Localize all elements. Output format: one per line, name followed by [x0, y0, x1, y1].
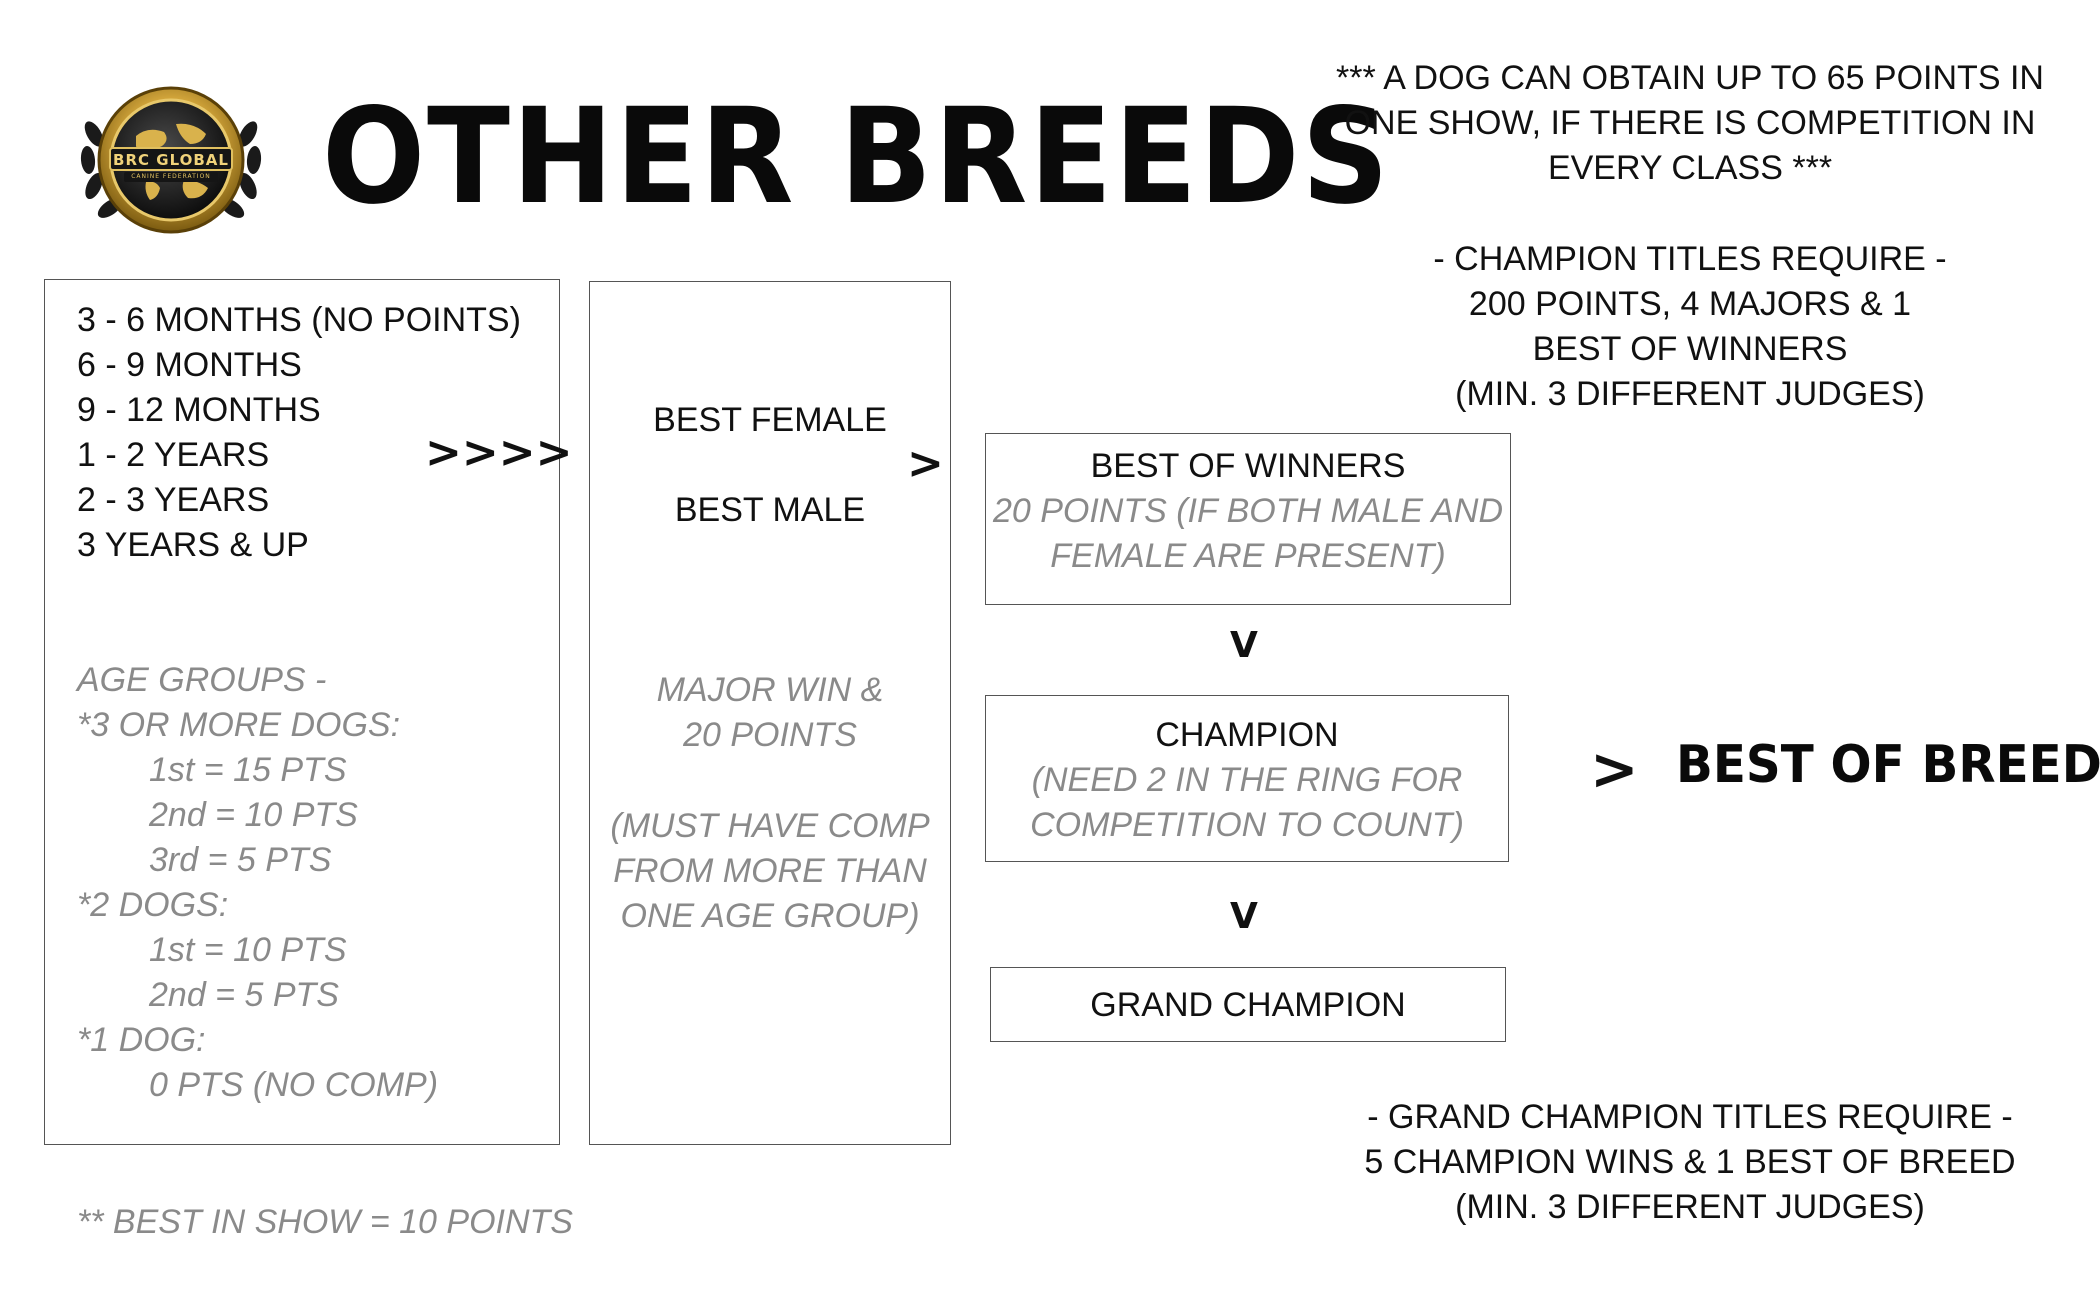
note-line: MAJOR WIN & [656, 671, 884, 709]
age-class-item: 6 - 9 MONTHS [77, 346, 302, 384]
points-item: 1st = 10 PTS [149, 931, 347, 969]
points-subheading: *3 OR MORE DOGS: [77, 706, 401, 744]
best-of-winners-note: 20 POINTS (IF BOTH MALE AND FEMALE ARE P… [986, 489, 1510, 579]
note-line: ONE AGE GROUP) [620, 897, 920, 935]
best-sex-box: BEST FEMALE BEST MALE MAJOR WIN & 20 POI… [589, 281, 951, 1145]
age-class-item: 9 - 12 MONTHS [77, 391, 321, 429]
points-item: 3rd = 5 PTS [149, 841, 332, 879]
age-class-item: 3 YEARS & UP [77, 526, 309, 564]
best-of-breed-label: BEST OF BREED [1676, 735, 2100, 795]
note-line: *** A DOG CAN OBTAIN UP TO 65 POINTS IN [1336, 59, 2044, 97]
max-points-note: *** A DOG CAN OBTAIN UP TO 65 POINTS IN … [1310, 56, 2070, 191]
age-groups-box: 3 - 6 MONTHS (NO POINTS) 6 - 9 MONTHS 9 … [44, 279, 572, 1145]
note-line: ONE SHOW, IF THERE IS COMPETITION IN [1344, 104, 2036, 142]
note-line: FROM MORE THAN [613, 852, 927, 890]
note-line: EVERY CLASS *** [1547, 149, 1833, 187]
champion-box: CHAMPION (NEED 2 IN THE RING FOR COMPETI… [985, 695, 1509, 862]
note-line: 20 POINTS [683, 716, 857, 754]
note-line: (MUST HAVE COMP [610, 807, 930, 845]
note-line: (MIN. 3 DIFFERENT JUDGES) [1455, 1188, 1925, 1226]
points-subheading: *1 DOG: [77, 1021, 206, 1059]
note-line: FEMALE ARE PRESENT) [1050, 537, 1446, 575]
points-heading: AGE GROUPS - [77, 661, 327, 699]
points-item: 1st = 15 PTS [149, 751, 347, 789]
age-group-points: AGE GROUPS - *3 OR MORE DOGS: 1st = 15 P… [77, 658, 438, 1108]
major-win-note: MAJOR WIN & 20 POINTS [590, 668, 950, 758]
grand-champion-requirements-note: - GRAND CHAMPION TITLES REQUIRE - 5 CHAM… [1310, 1095, 2070, 1230]
best-female-label: BEST FEMALE [653, 401, 887, 439]
page-title: OTHER BREEDS [322, 80, 1391, 234]
age-class-item: 2 - 3 YEARS [77, 481, 270, 519]
note-line: 20 POINTS (IF BOTH MALE AND [992, 492, 1504, 530]
arrow-to-best-of-breed: > [1590, 735, 1639, 803]
points-subheading: *2 DOGS: [77, 886, 229, 924]
note-line: - GRAND CHAMPION TITLES REQUIRE - [1367, 1098, 2013, 1136]
arrow-classes-to-best: >>>> [425, 427, 573, 478]
note-line: BEST OF WINNERS [1532, 330, 1848, 368]
best-of-winners-box: BEST OF WINNERS 20 POINTS (IF BOTH MALE … [985, 433, 1511, 605]
best-of-winners-title: BEST OF WINNERS [1090, 447, 1406, 485]
age-class-item: 3 - 6 MONTHS (NO POINTS) [77, 301, 521, 339]
champion-requirements-note: - CHAMPION TITLES REQUIRE - 200 POINTS, … [1310, 237, 2070, 417]
note-line: (NEED 2 IN THE RING FOR [1031, 761, 1463, 799]
best-in-show-note: ** BEST IN SHOW = 10 POINTS [77, 1203, 573, 1241]
arrow-best-to-winners: > [907, 438, 944, 489]
arrow-down-2: V [1230, 896, 1258, 937]
points-item: 0 PTS (NO COMP) [149, 1066, 439, 1104]
points-item: 2nd = 10 PTS [149, 796, 358, 834]
note-line: (MIN. 3 DIFFERENT JUDGES) [1455, 375, 1925, 413]
champion-title: CHAMPION [1155, 716, 1339, 754]
note-line: 200 POINTS, 4 MAJORS & 1 [1468, 285, 1912, 323]
age-class-list: 3 - 6 MONTHS (NO POINTS) 6 - 9 MONTHS 9 … [77, 298, 521, 568]
note-line: COMPETITION TO COUNT) [1030, 806, 1464, 844]
arrow-down-1: V [1230, 625, 1258, 666]
note-line: 5 CHAMPION WINS & 1 BEST OF BREED [1364, 1143, 2016, 1181]
points-item: 2nd = 5 PTS [149, 976, 339, 1014]
logo-text-top: BRC GLOBAL [113, 151, 229, 169]
best-male-label: BEST MALE [674, 491, 866, 529]
age-class-item: 1 - 2 YEARS [77, 436, 270, 474]
logo: BRC GLOBAL CANINE FEDERATION [76, 84, 266, 236]
note-line: - CHAMPION TITLES REQUIRE - [1433, 240, 1947, 278]
logo-emblem-icon [80, 86, 262, 234]
comp-note: (MUST HAVE COMP FROM MORE THAN ONE AGE G… [590, 804, 950, 939]
grand-champion-box: GRAND CHAMPION [990, 967, 1506, 1042]
champion-note: (NEED 2 IN THE RING FOR COMPETITION TO C… [986, 758, 1508, 848]
logo-text-bottom: CANINE FEDERATION [131, 173, 211, 180]
grand-champion-title: GRAND CHAMPION [1090, 986, 1406, 1024]
